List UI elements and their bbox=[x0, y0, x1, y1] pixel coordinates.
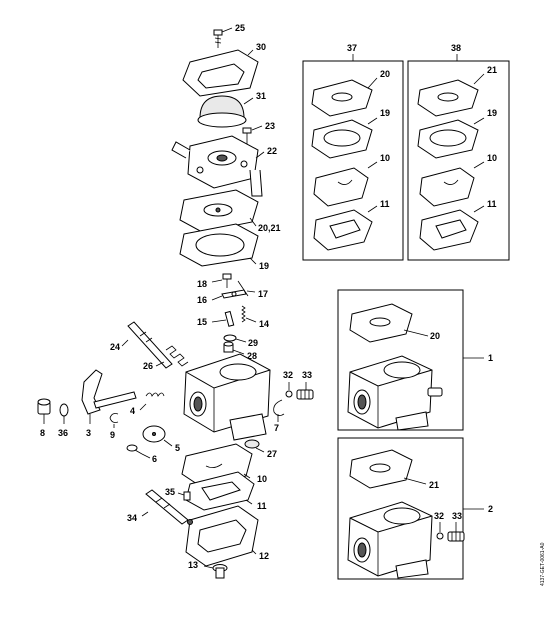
part-carburetor-body bbox=[183, 353, 271, 441]
callout-24: 24 bbox=[110, 342, 120, 352]
callout-11: 11 bbox=[257, 501, 267, 511]
callout-12: 12 bbox=[259, 551, 269, 561]
part-clip-7 bbox=[273, 399, 285, 416]
callout-14: 14 bbox=[259, 319, 269, 329]
part-screw-33 bbox=[296, 389, 314, 400]
callout-29: 29 bbox=[248, 338, 258, 348]
assembly-2-c33: 33 bbox=[452, 511, 462, 521]
part-washer-36 bbox=[59, 403, 69, 417]
callout-17: 17 bbox=[258, 289, 268, 299]
callout-35: 35 bbox=[165, 487, 175, 497]
part-diaphragm-20-21 bbox=[179, 189, 259, 233]
kit-37-title: 37 bbox=[347, 43, 357, 53]
part-spring-26 bbox=[165, 345, 189, 367]
callout-25: 25 bbox=[235, 23, 245, 33]
kit-38-label-c: 10 bbox=[487, 153, 497, 163]
callout-31: 31 bbox=[256, 91, 266, 101]
document-code: 4137-GET-0061-A0 bbox=[540, 542, 546, 586]
callout-15: 15 bbox=[197, 317, 207, 327]
callout-36: 36 bbox=[58, 428, 68, 438]
kit-38-label-d: 11 bbox=[487, 199, 497, 209]
part-throttle-disc-5 bbox=[142, 425, 166, 443]
kit-37-label-b: 19 bbox=[380, 108, 390, 118]
callout-20-21: 20,21 bbox=[258, 223, 281, 233]
kit-37-label-a: 20 bbox=[380, 69, 390, 79]
callout-30: 30 bbox=[256, 42, 266, 52]
assembly-2-carburetor bbox=[347, 501, 433, 579]
kit-37-label-d: 11 bbox=[380, 199, 390, 209]
assembly-1-carburetor bbox=[347, 355, 443, 431]
callout-26: 26 bbox=[143, 361, 153, 371]
part-pump-housing-22 bbox=[171, 135, 263, 197]
callout-5: 5 bbox=[175, 443, 180, 453]
part-clip-9 bbox=[109, 413, 119, 423]
part-28 bbox=[223, 341, 234, 353]
part-end-cover-12 bbox=[185, 505, 259, 567]
part-nut-8 bbox=[37, 398, 51, 415]
part-29 bbox=[223, 334, 237, 342]
callout-27: 27 bbox=[267, 449, 277, 459]
callout-7: 7 bbox=[274, 423, 279, 433]
callout-4: 4 bbox=[130, 406, 135, 416]
part-cover-plate-30 bbox=[182, 49, 259, 97]
callout-13: 13 bbox=[188, 560, 198, 570]
part-screw-23 bbox=[242, 127, 252, 145]
callout-10: 10 bbox=[257, 474, 267, 484]
kit-38-title: 38 bbox=[451, 43, 461, 53]
part-pin-17 bbox=[237, 280, 249, 297]
callout-34: 34 bbox=[127, 513, 137, 523]
assembly-1-label: 1 bbox=[488, 353, 493, 363]
callout-16: 16 bbox=[197, 295, 207, 305]
kit-38-metering bbox=[419, 167, 475, 207]
callout-3: 3 bbox=[86, 428, 91, 438]
kit-37-metering bbox=[313, 167, 369, 207]
callout-18: 18 bbox=[197, 279, 207, 289]
callout-9: 9 bbox=[110, 430, 115, 440]
part-screw-13 bbox=[212, 564, 228, 579]
kit-38-label-a: 21 bbox=[487, 65, 497, 75]
part-washer-32 bbox=[285, 390, 293, 398]
part-spring-4 bbox=[145, 392, 165, 397]
callout-6: 6 bbox=[152, 454, 157, 464]
part-spring-14 bbox=[241, 305, 246, 323]
assembly-2-washer bbox=[436, 532, 444, 540]
kit-38-box bbox=[407, 60, 510, 261]
part-adjust-screw-24 bbox=[127, 321, 173, 369]
assembly-2-box bbox=[337, 437, 464, 580]
part-throttle-lever-3 bbox=[81, 369, 137, 415]
callout-8: 8 bbox=[40, 428, 45, 438]
kit-38-label-b: 19 bbox=[487, 108, 497, 118]
part-screen-27 bbox=[244, 439, 260, 449]
callout-23: 23 bbox=[265, 121, 275, 131]
callout-33: 33 bbox=[302, 370, 312, 380]
part-needle-15 bbox=[224, 310, 235, 327]
part-screw-6 bbox=[126, 444, 143, 455]
callout-22: 22 bbox=[267, 146, 277, 156]
assembly-2-c32: 32 bbox=[434, 511, 444, 521]
callout-28: 28 bbox=[247, 351, 257, 361]
part-18 bbox=[222, 273, 232, 288]
part-gasket-11 bbox=[185, 471, 255, 511]
callout-19: 19 bbox=[259, 261, 269, 271]
kit-37-label-c: 10 bbox=[380, 153, 390, 163]
part-lever-16 bbox=[221, 289, 247, 299]
kit-37-box bbox=[302, 60, 404, 261]
callout-32: 32 bbox=[283, 370, 293, 380]
assembly-2-screw bbox=[447, 531, 465, 542]
part-primer-bulb-31 bbox=[197, 95, 247, 128]
assembly-2-label: 2 bbox=[488, 504, 493, 514]
part-gasket-19 bbox=[179, 223, 259, 267]
part-screw-25 bbox=[213, 29, 223, 48]
assembly-2-gasket-label: 21 bbox=[429, 480, 439, 490]
assembly-1-gasket-label: 20 bbox=[430, 331, 440, 341]
part-35 bbox=[183, 491, 191, 501]
